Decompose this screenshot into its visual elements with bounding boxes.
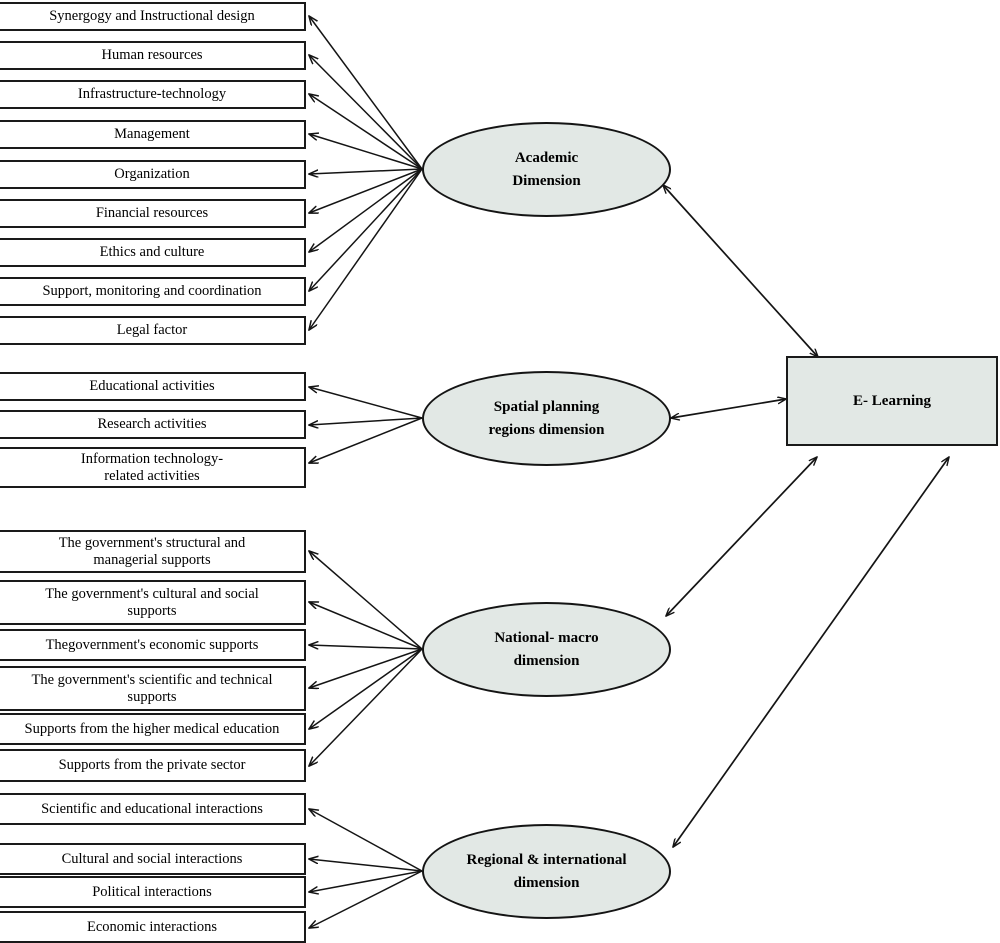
indicator-label: Infrastructure-technology: [77, 86, 227, 103]
indicator-label: Management: [114, 126, 190, 143]
outcome-label: E- Learning: [853, 392, 931, 409]
indicator-box[interactable]: Supports from the private sector: [0, 749, 306, 782]
edge-academic-to-outcome: [663, 185, 818, 357]
indicator-label: Cultural and social interactions: [61, 850, 243, 867]
dimension-label-line: Dimension: [512, 172, 581, 189]
national-indicator-edges: [309, 551, 423, 766]
dimension-node-spatial[interactable]: Spatial planning regions dimension: [422, 371, 671, 466]
indicator-label: Human resources: [101, 47, 203, 64]
indicator-box[interactable]: Supports from the higher medical educati…: [0, 713, 306, 745]
indicator-box[interactable]: The government's scientific and technica…: [0, 666, 306, 711]
indicator-box[interactable]: The government's structural and manageri…: [0, 530, 306, 573]
edge-regional-to-outcome: [673, 457, 949, 847]
indicator-label: Supports from the higher medical educati…: [24, 720, 280, 737]
indicator-label: The government's scientific and technica…: [31, 672, 273, 705]
indicator-box[interactable]: Legal factor: [0, 316, 306, 345]
indicator-label: Educational activities: [89, 378, 215, 395]
indicator-label: Synergogy and Instructional design: [49, 8, 255, 25]
indicator-label: Research activities: [97, 416, 207, 433]
indicator-label: Supports from the private sector: [58, 757, 246, 774]
dimension-node-regional[interactable]: Regional & international dimension: [422, 824, 671, 919]
indicator-box[interactable]: Thegovernment's economic supports: [0, 629, 306, 661]
indicator-label: Political interactions: [92, 883, 212, 900]
indicator-box[interactable]: Information technology- related activiti…: [0, 447, 306, 488]
indicator-box[interactable]: The government's cultural and social sup…: [0, 580, 306, 625]
dimension-label-line: National- macro: [494, 629, 599, 646]
indicator-box[interactable]: Management: [0, 120, 306, 149]
indicator-label: Ethics and culture: [99, 244, 205, 261]
edge-spatial-to-outcome: [671, 399, 786, 418]
indicator-label: Thegovernment's economic supports: [45, 636, 259, 653]
spatial-indicator-edges: [309, 387, 423, 463]
dimension-label-line: dimension: [513, 652, 580, 669]
indicator-label: Economic interactions: [86, 918, 218, 935]
outcome-node-e-learning[interactable]: E- Learning: [786, 356, 998, 446]
edge-national-to-outcome: [666, 457, 817, 616]
indicator-box[interactable]: Organization: [0, 160, 306, 189]
dimension-label-line: Academic: [514, 149, 579, 166]
indicator-box[interactable]: Financial resources: [0, 199, 306, 228]
indicator-label: Financial resources: [95, 205, 209, 222]
dimension-node-national[interactable]: National- macro dimension: [422, 602, 671, 697]
regional-indicator-edges: [309, 809, 423, 928]
indicator-label: Support, monitoring and coordination: [42, 283, 262, 300]
indicator-box[interactable]: Research activities: [0, 410, 306, 439]
indicator-label: Information technology- related activiti…: [80, 451, 224, 484]
indicator-label: Scientific and educational interactions: [41, 800, 263, 817]
indicator-label: The government's cultural and social sup…: [45, 586, 259, 619]
indicator-box[interactable]: Ethics and culture: [0, 238, 306, 267]
indicator-box[interactable]: Educational activities: [0, 372, 306, 401]
indicator-box[interactable]: Cultural and social interactions: [0, 843, 306, 875]
dimension-label-line: dimension: [513, 874, 580, 891]
dimension-node-academic[interactable]: Academic Dimension: [422, 122, 671, 217]
dimension-label-line: Regional & international: [466, 851, 627, 868]
dimension-label-line: regions dimension: [488, 421, 605, 438]
indicator-box[interactable]: Human resources: [0, 41, 306, 70]
indicator-box[interactable]: Synergogy and Instructional design: [0, 2, 306, 31]
indicator-box[interactable]: Support, monitoring and coordination: [0, 277, 306, 306]
indicator-label: Organization: [114, 166, 190, 183]
academic-indicator-edges: [309, 16, 423, 330]
indicator-box[interactable]: Infrastructure-technology: [0, 80, 306, 109]
indicator-label: The government's structural and manageri…: [58, 535, 246, 568]
dimension-outcome-edges: [663, 185, 949, 847]
indicator-box[interactable]: Economic interactions: [0, 911, 306, 943]
indicator-label: Legal factor: [116, 322, 188, 339]
dimension-label-line: Spatial planning: [493, 398, 600, 415]
indicator-box[interactable]: Political interactions: [0, 876, 306, 908]
indicator-box[interactable]: Scientific and educational interactions: [0, 793, 306, 825]
